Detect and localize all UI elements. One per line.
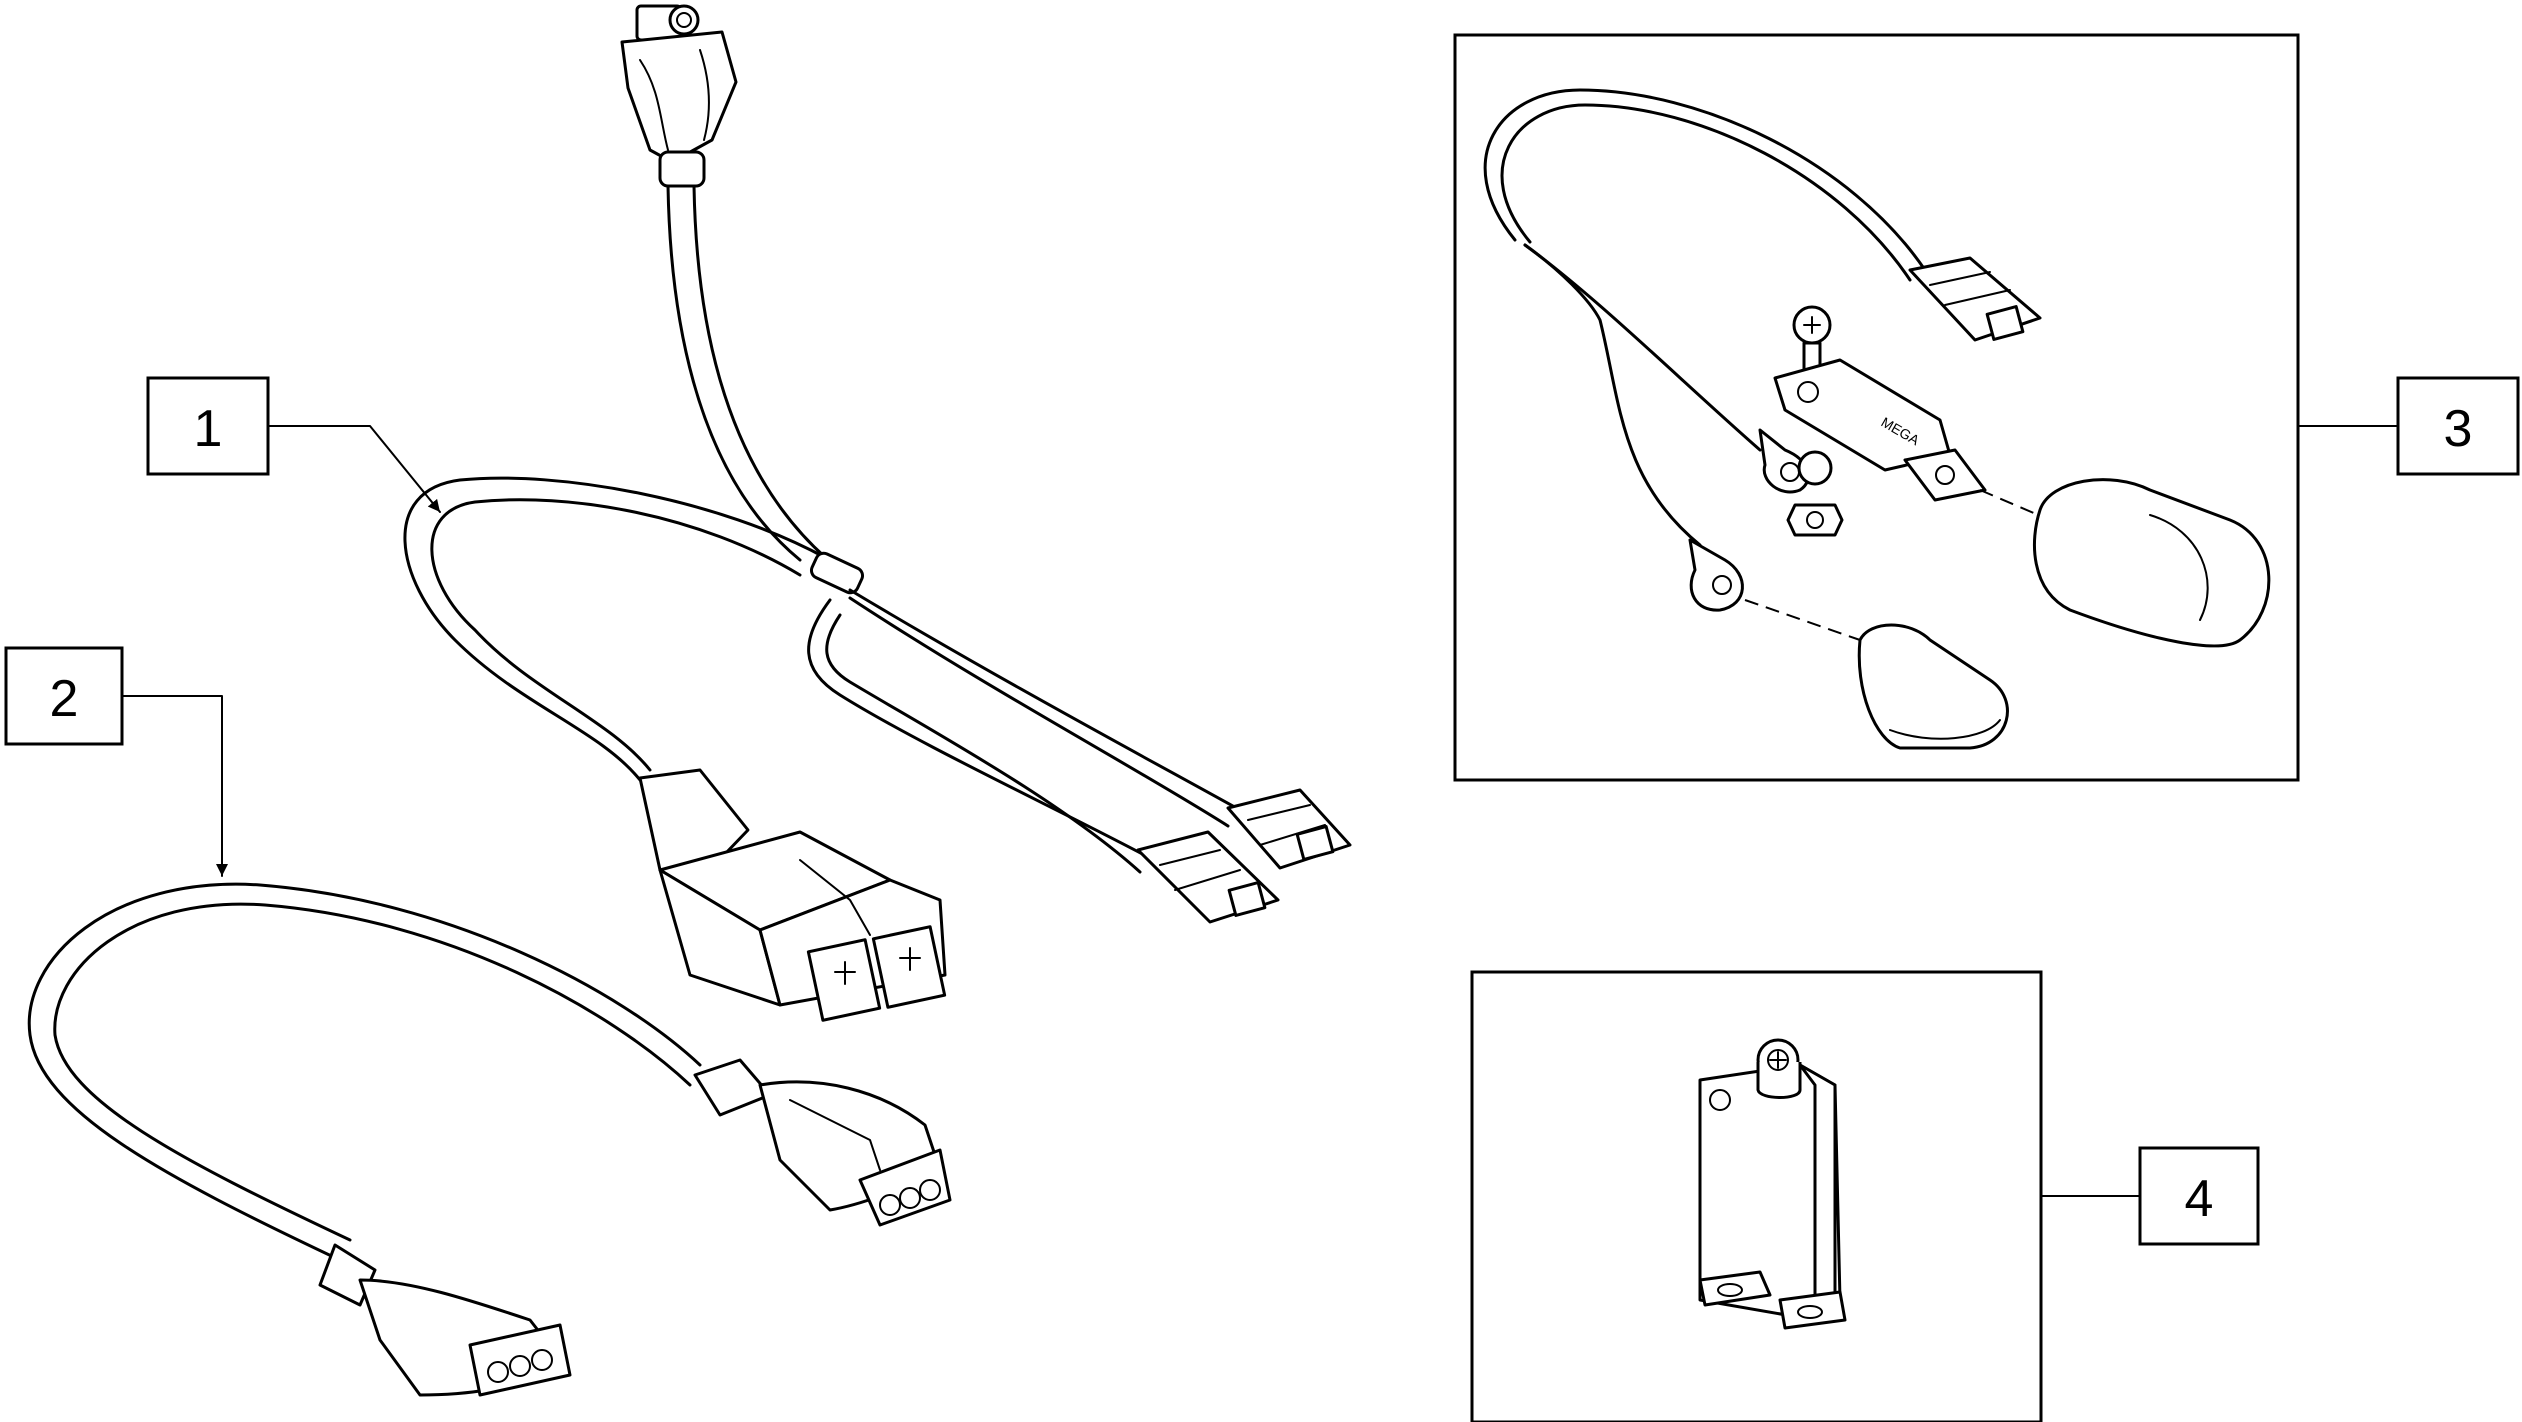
fuse-holder: MEGA [1773,358,1987,502]
callout-1-number: 1 [194,400,223,458]
callout-4[interactable]: 4 [2040,1146,2260,1246]
terminal-boot-large [2032,478,2271,648]
circuit-breaker-part-4[interactable] [1698,1038,1847,1330]
callout-3[interactable]: 3 [2297,376,2520,476]
part-3-frame [1453,33,2300,782]
fuse-kit-part-3[interactable]: MEGA [1483,88,2271,750]
ring-terminal-lower [1688,538,1744,612]
harness-small-connector-a [1226,788,1352,870]
terminal-boot-small [1857,623,2009,750]
callout-3-number: 3 [2444,400,2473,458]
fuse-kit-nut [1786,450,1844,537]
callout-2-number: 2 [50,670,79,728]
callout-4-number: 4 [2185,1170,2214,1228]
fuse-kit-connector [1908,256,2042,342]
harness-top-connector [620,4,738,188]
callout-2[interactable]: 2 [4,646,228,877]
fuse-kit-screw [1792,305,1832,375]
harness-dual-connector [638,768,947,1022]
harness-small-connector-b [1136,830,1280,924]
plug-lower [318,1243,572,1397]
callout-1[interactable]: 1 [146,376,441,513]
cable-assembly-part-2[interactable] [27,882,952,1397]
plug-upper [693,1058,952,1227]
harness-assembly-part-1[interactable] [403,4,1352,1022]
